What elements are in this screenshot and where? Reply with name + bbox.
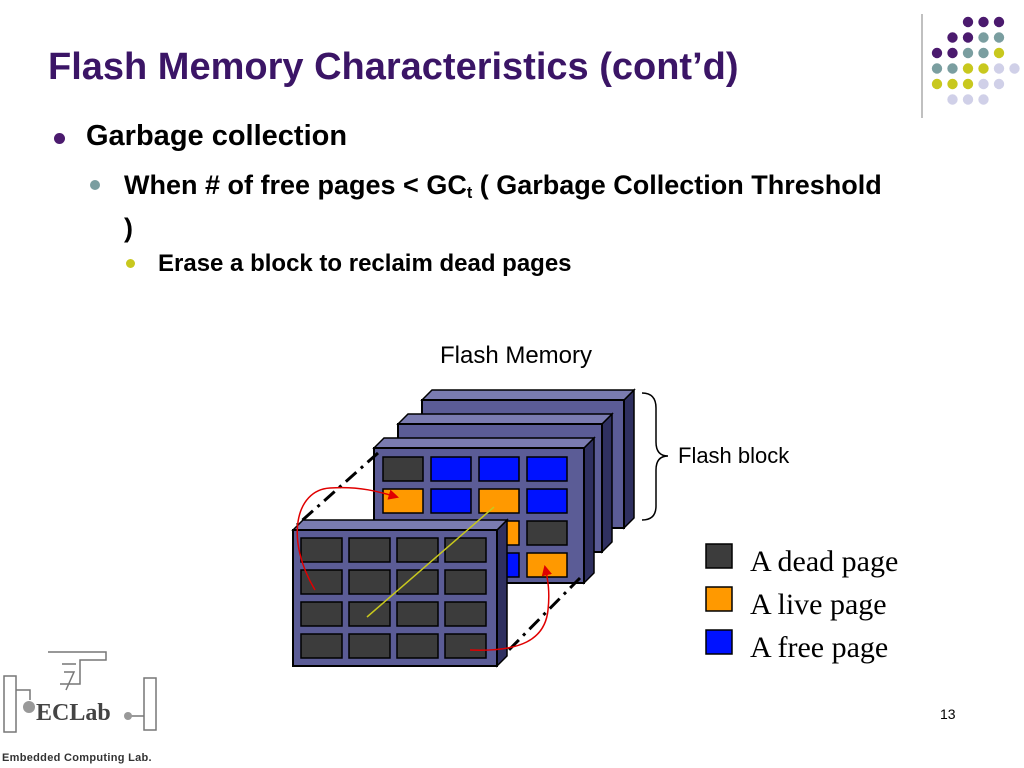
- bullet-level2-text: When # of free pages < GC: [124, 170, 467, 200]
- bullet-dot-level1: [54, 133, 65, 144]
- page-cell-free: [526, 456, 568, 482]
- legend-label: A live page: [750, 588, 887, 621]
- page-cell-free: [430, 488, 472, 514]
- page-cell-dead: [300, 537, 343, 563]
- decoration-dot: [1009, 63, 1020, 74]
- page-number: 13: [940, 706, 956, 722]
- legend-label: A free page: [750, 631, 888, 664]
- slide-title: Flash Memory Characteristics (cont’d): [48, 46, 739, 88]
- flash-block-middle-body-side: [583, 436, 595, 585]
- bullet-level2-subscript: t: [466, 184, 473, 202]
- decoration-dot: [931, 78, 943, 90]
- flash-block-front: [291, 518, 509, 668]
- bullet-level2-text-end: ( Garbage Collection Threshold ): [124, 170, 882, 243]
- decoration-dot: [947, 32, 958, 43]
- decoration-dot: [962, 47, 974, 59]
- decoration-dot: [962, 32, 974, 43]
- decoration-dot: [978, 94, 989, 105]
- eclab-logo: [3, 651, 157, 733]
- decoration-dot: [978, 78, 989, 90]
- copy-arrow-left: [296, 486, 400, 591]
- legend-swatch: [705, 586, 733, 612]
- erase-diagonal-line: [366, 506, 495, 618]
- bullet-level2: When # of free pages < GCt ( Garbage Col…: [124, 168, 884, 246]
- flash-block-back-2-side: [601, 412, 613, 554]
- flash-block-middle-body-top: [372, 437, 596, 449]
- page-cell-dead: [396, 537, 439, 563]
- bullet-dot-level3: [126, 259, 135, 268]
- decoration-dot: [993, 63, 1005, 74]
- decoration-dot: [931, 63, 943, 74]
- decoration-dot: [993, 47, 1005, 59]
- page-cell-live: [478, 488, 520, 514]
- decoration-dot: [931, 47, 943, 59]
- diagram-caption: Flash Memory: [440, 342, 592, 369]
- page-cell-free: [478, 456, 520, 482]
- logo-name: ECLab: [36, 700, 111, 726]
- decoration-dot: [978, 47, 989, 59]
- page-cell-live: [382, 488, 424, 514]
- page-cell-free: [430, 456, 472, 482]
- copy-arrow-right: [469, 564, 553, 651]
- page-cell-dead: [348, 537, 391, 563]
- decoration-dot: [993, 78, 1005, 90]
- flash-block-label: Flash block: [678, 443, 790, 468]
- decoration-dot: [947, 78, 958, 90]
- page-cell-dead: [300, 633, 343, 659]
- logo-subtitle: Embedded Computing Lab.: [2, 752, 152, 764]
- page-cell-dead: [348, 633, 391, 659]
- decoration-dot: [947, 63, 958, 74]
- legend-label: A dead page: [750, 545, 898, 578]
- flash-block-back-2-top: [396, 413, 614, 425]
- decoration-dot: [962, 63, 974, 74]
- flash-block-back-top: [420, 389, 636, 401]
- flash-block-back-side: [623, 388, 635, 530]
- decoration-dot: [962, 78, 974, 90]
- page-cell-dead: [300, 601, 343, 627]
- decoration-dot: [962, 16, 974, 28]
- decoration-dot: [993, 16, 1005, 28]
- page-cell-dead: [382, 456, 424, 482]
- page-cell-dead: [444, 633, 487, 659]
- decoration-dot: [993, 32, 1005, 43]
- decoration-dot: [978, 16, 989, 28]
- page-cell-dead: [444, 601, 487, 627]
- flash-block-front-body-top: [291, 519, 509, 531]
- decoration-dot: [978, 63, 989, 74]
- decoration-dot: [978, 32, 989, 43]
- decoration-dot: [947, 94, 958, 105]
- bullet-dot-level2: [90, 180, 100, 190]
- page-cell-dead: [300, 569, 343, 595]
- flash-block-brace: [641, 392, 669, 521]
- page-cell-dead: [526, 520, 568, 546]
- page-cell-dead: [444, 569, 487, 595]
- decoration-dot: [947, 47, 958, 59]
- bullet-level1: Garbage collection: [86, 120, 348, 152]
- bullet-level3: Erase a block to reclaim dead pages: [158, 250, 572, 277]
- flash-block-front-body-side: [496, 518, 508, 668]
- page-cell-dead: [396, 633, 439, 659]
- perspective-line-top: [296, 451, 379, 527]
- page-cell-dead: [348, 569, 391, 595]
- page-legend: A dead page A live page A free page: [705, 543, 898, 664]
- page-cell-dead: [396, 601, 439, 627]
- decoration-dot: [962, 94, 974, 105]
- legend-swatch: [705, 629, 733, 655]
- page-cell-free: [526, 488, 568, 514]
- perspective-line-bottom: [495, 576, 582, 664]
- corner-dot-grid-decoration: [931, 16, 1020, 105]
- page-cell-dead: [444, 537, 487, 563]
- page-cell-dead: [396, 569, 439, 595]
- legend-swatch: [705, 543, 733, 569]
